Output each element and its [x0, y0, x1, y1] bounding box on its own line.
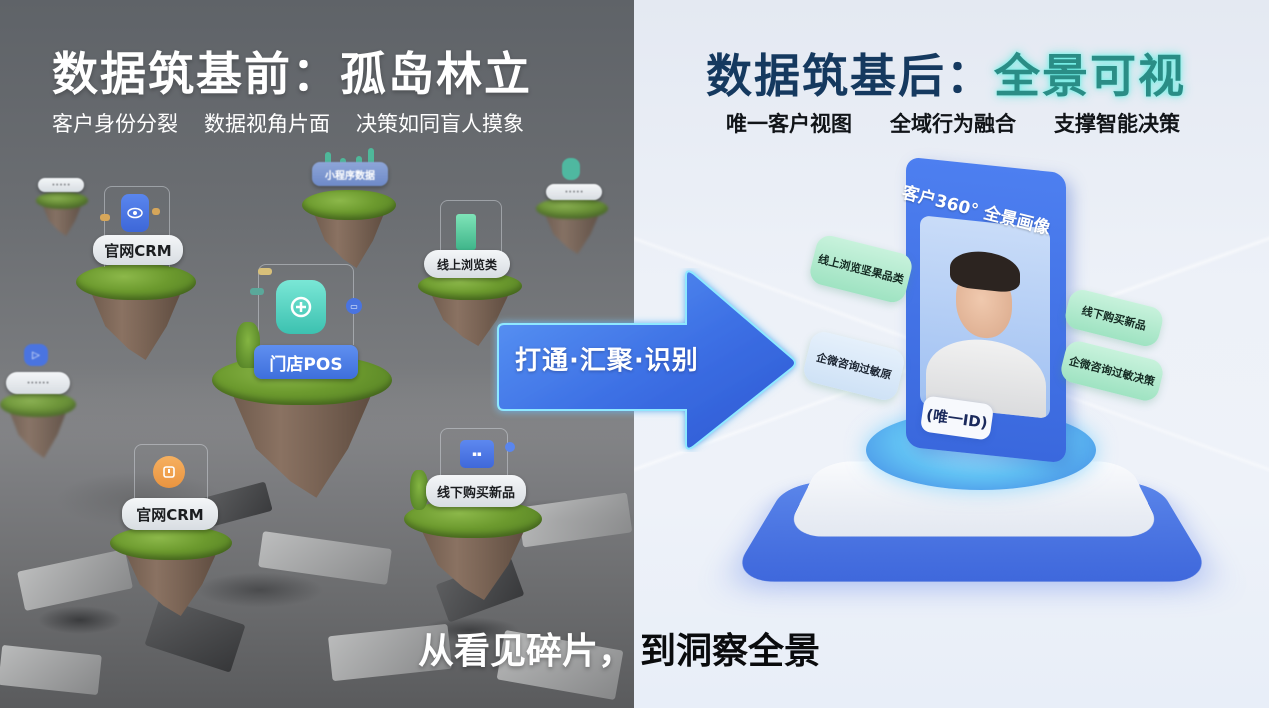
slogan-part-1: 从看见碎片， — [418, 631, 635, 672]
orange-app-icon — [153, 456, 185, 488]
island-faded-top-left — [36, 192, 88, 236]
island-faded-label: ····· — [546, 184, 602, 200]
after-subtitles: 唯一客户视图 全域行为融合 支撑智能决策 — [726, 108, 1180, 138]
blue-card-icon: ▪▪ — [460, 440, 494, 468]
before-point-1: 客户身份分裂 — [52, 112, 178, 136]
before-point-2: 数据视角片面 — [204, 112, 330, 136]
teal-app-icon — [562, 158, 580, 180]
island-label-online: 线上浏览类 — [424, 250, 510, 278]
island-crm-bottom — [110, 526, 232, 616]
before-subtitles: 客户身份分裂 数据视角片面 决策如同盲人摸象 — [52, 108, 524, 138]
island-label-miniprogram: 小程序数据 — [312, 162, 388, 186]
island-label-offline: 线下购买新品 — [426, 475, 526, 507]
blue-dot-icon — [505, 442, 515, 452]
island-offline — [404, 500, 542, 600]
island-faded-top-right — [536, 198, 608, 254]
island-label-crm-bottom: 官网CRM — [122, 498, 218, 530]
before-point-3: 决策如同盲人摸象 — [356, 112, 524, 136]
after-point-3: 支撑智能决策 — [1054, 112, 1180, 136]
store-box-icon — [276, 280, 326, 334]
island-crm-top — [76, 264, 196, 360]
arrow-label: 打通·汇聚·识别 — [515, 346, 699, 376]
after-title-highlight: 全景可视 — [994, 49, 1186, 103]
customer-avatar — [920, 215, 1050, 419]
island-miniprogram — [302, 190, 396, 268]
after-title-prefix: 数据筑基后： — [706, 49, 994, 103]
tree-icon — [410, 470, 428, 510]
before-title: 数据筑基前：孤岛林立 — [52, 47, 532, 101]
island-faded-label: ······ — [6, 372, 70, 394]
after-point-1: 唯一客户视图 — [726, 112, 852, 136]
island-label-pos: 门店POS — [254, 345, 358, 379]
eye-app-icon — [121, 194, 149, 232]
transform-arrow — [490, 268, 800, 452]
chat-bubble-icon: ▭ — [346, 298, 362, 314]
island-faded-left — [0, 392, 76, 458]
slogan-part-2: 到洞察全景 — [640, 631, 821, 672]
bar-chart-icon — [456, 214, 476, 250]
after-point-2: 全域行为融合 — [890, 112, 1016, 136]
blue-app-icon: ▷ — [24, 344, 48, 366]
island-faded-label: ····· — [38, 178, 84, 192]
after-title: 数据筑基后：全景可视 — [706, 40, 1186, 106]
island-online — [418, 272, 522, 346]
island-pos — [212, 355, 392, 498]
island-label-crm: 官网CRM — [93, 235, 183, 265]
